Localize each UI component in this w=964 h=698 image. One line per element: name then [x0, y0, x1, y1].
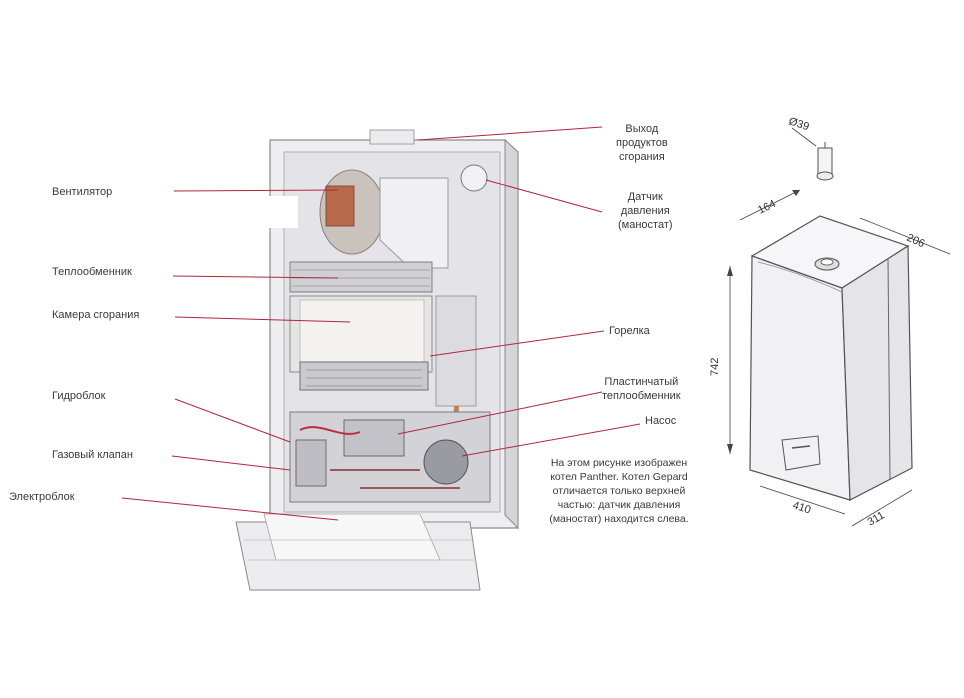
boiler-cutaway — [235, 129, 519, 591]
note-line-4: частью: датчик давления — [557, 499, 681, 511]
lower-module — [289, 411, 491, 503]
label-plate-exchanger-line-1: Пластинчатый — [604, 376, 679, 388]
label-heat-exchanger: Теплообменник — [52, 266, 132, 278]
label-gas-valve: Газовый клапан — [52, 449, 133, 461]
burner — [299, 361, 429, 391]
note-line-1: На этом рисунке изображен — [550, 457, 688, 469]
electroblock — [235, 513, 481, 591]
label-flue-outlet-line-2: продуктов — [616, 137, 668, 149]
label-flue-outlet-line-3: сгорания — [618, 151, 665, 163]
label-flue-outlet-line-1: Выход — [625, 123, 659, 135]
label-plate-exchanger-line-2: теплообменник — [602, 390, 681, 402]
dim-width: 410 — [791, 499, 812, 516]
label-electroblock: Электроблок — [9, 491, 75, 503]
label-pressure-sensor-line-3: (маностат) — [618, 219, 673, 231]
dim-pipe-diameter: Ø39 — [787, 115, 810, 133]
heat-exchanger — [289, 261, 433, 293]
combustion-chamber — [289, 295, 433, 373]
label-burner: Горелка — [609, 325, 650, 337]
plate-exchanger — [343, 419, 405, 457]
label-pressure-sensor: Датчик давления (маностат) — [618, 190, 673, 232]
dimension-drawing — [727, 127, 951, 527]
gas-valve — [295, 439, 327, 487]
label-combustion-chamber: Камера сгорания — [52, 309, 140, 321]
label-pump: Насос — [645, 415, 677, 427]
model-note: На этом рисунке изображен котел Panther.… — [528, 456, 710, 526]
note-line-3: отличается только верхней — [552, 485, 686, 497]
dim-depth: 311 — [866, 509, 887, 528]
label-pressure-sensor-line-2: давления — [620, 205, 670, 217]
dim-depth-top: 164 — [756, 198, 778, 217]
label-flue-outlet: Выход продуктов сгорания — [616, 122, 668, 164]
leader-lines — [121, 126, 641, 521]
pump — [423, 439, 469, 485]
label-fan: Вентилятор — [52, 186, 113, 198]
pressure-sensor — [460, 164, 488, 192]
label-hydroblock: Гидроблок — [52, 390, 106, 402]
dim-height: 742 — [709, 358, 721, 376]
note-line-2: котел Panther. Котел Gepard — [550, 471, 688, 483]
label-pressure-sensor-line-1: Датчик — [627, 191, 663, 203]
label-plate-exchanger: Пластинчатый теплообменник — [602, 375, 681, 403]
fan-unit — [319, 169, 449, 269]
note-line-5: (маностат) находится слева. — [549, 513, 689, 525]
